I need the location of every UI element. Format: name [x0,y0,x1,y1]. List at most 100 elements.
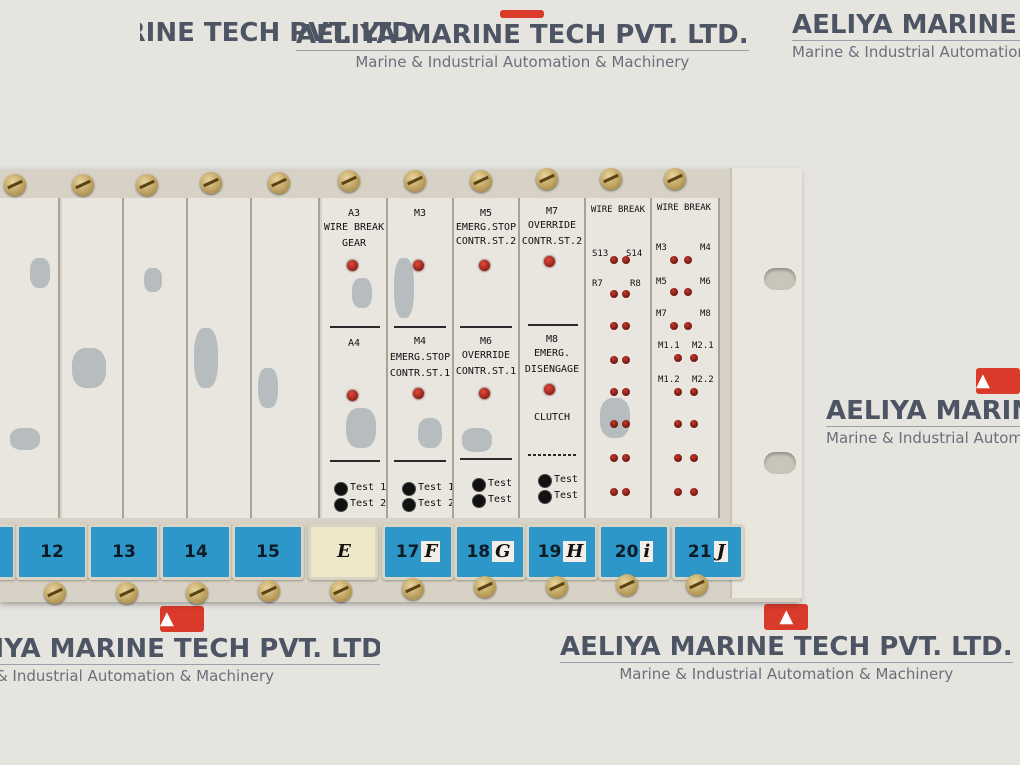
divider [528,324,578,326]
screw-icon [200,172,222,194]
card-m5: M5 EMERG.STOP CONTR.ST.2 M6 OVERRIDE CON… [454,198,520,518]
blank-card [252,198,320,518]
channel-label: M6 [700,277,711,287]
divider [394,326,446,328]
channel-label: R7 [592,279,603,289]
indicator-led [610,356,618,364]
channel-label: M1.1 [658,341,680,351]
indicator-led [622,388,630,396]
test-2-label: Test 2 [554,490,584,501]
divider [528,454,578,456]
indicator-led [674,454,682,462]
divider [330,326,380,328]
indicator-led [347,390,358,401]
indicator-led [684,256,692,264]
indicator-led [674,420,682,428]
mounting-hole-icon [764,268,796,290]
card-label: M8 [545,334,559,345]
test-2-label: Test 2 [418,498,454,509]
brand-name: AELIYA MARINE TECH PVT. LTD. [0,634,380,664]
card-label: CONTR.ST.2 [521,236,583,247]
card-m3: M3 M4 EMERG.STOP CONTR.ST.1 Test 1 Test … [388,198,454,518]
brand-logo-icon: ▲ [160,606,204,632]
indicator-led [610,388,618,396]
slot-tag-15: 15 [232,524,304,580]
screw-icon [686,574,708,596]
indicator-led [690,454,698,462]
channel-label: M7 [656,309,667,319]
indicator-led [544,384,555,395]
indicator-led [622,420,630,428]
channel-label: S13 [592,249,609,259]
blank-card [62,198,124,518]
card-label: CLUTCH [533,412,571,423]
slot-tag-12: 12 [16,524,88,580]
card-label: EMERG. [533,348,571,359]
test-2-button[interactable] [334,498,348,512]
indicator-led [684,288,692,296]
channel-label: M2.2 [692,375,714,385]
channel-label: M3 [656,243,667,253]
screw-icon [338,170,360,192]
screw-icon [136,174,158,196]
card-label: A4 [347,338,361,349]
brand-name: AELIYA MARINE TECH PVT. LTD. [826,396,1020,426]
channel-label: M4 [700,243,711,253]
indicator-led [622,356,630,364]
watermark-bottom-center: ▲ AELIYA MARINE TECH PVT. LTD. Marine & … [560,604,1013,683]
card-label: M4 [413,336,427,347]
card-label: OVERRIDE [461,350,511,361]
divider [460,458,512,460]
test-2-button[interactable] [402,498,416,512]
indicator-led [690,354,698,362]
indicator-led [674,488,682,496]
blank-card [188,198,252,518]
test-2-button[interactable] [538,490,552,504]
indicator-led [622,322,630,330]
test-1-button[interactable] [402,482,416,496]
test-1-label: Test 1 [350,482,387,493]
indicator-led [479,260,490,271]
screw-icon [404,170,426,192]
brand-name: AELIYA MARINE TECH PVT. LTD. [0,18,423,48]
brand-name: AELIYA MARINE TECH PVT. LTD. [792,10,1020,40]
watermark-top-center: AELIYA MARINE TECH PVT. LTD. Marine & In… [296,10,749,71]
card-label: M7 [545,206,559,217]
card-wire-break-1: WIRE BREAK S13 S14 R7 R8 [586,198,652,518]
indicator-led [413,260,424,271]
test-1-button[interactable] [334,482,348,496]
indicator-led [684,322,692,330]
indicator-led [690,388,698,396]
test-2-button[interactable] [472,494,486,508]
card-m7: M7 OVERRIDE CONTR.ST.2 M8 EMERG. DISENGA… [520,198,586,518]
indicator-led [544,256,555,267]
test-1-button[interactable] [472,478,486,492]
card-label: A3 [347,208,361,219]
screw-icon [72,174,94,196]
mounting-hole-icon [764,452,796,474]
channel-label: M8 [700,309,711,319]
indicator-led [622,488,630,496]
brand-tagline: Marine & Industrial Automation & Machine… [0,664,380,685]
card-label: CONTR.ST.1 [389,368,451,379]
card-label: OVERRIDE [527,220,577,231]
card-label: EMERG.STOP [389,352,451,363]
indicator-led [610,322,618,330]
brand-tagline: Marine & Industrial Automation & Machine… [560,662,1013,683]
card-label: WIRE BREAK [323,222,385,233]
indicator-led [610,256,618,264]
screw-icon [258,580,280,602]
indicator-led [690,488,698,496]
indicator-led [610,488,618,496]
divider [460,326,512,328]
blank-card [0,198,60,518]
screw-icon [4,174,26,196]
card-label: DISENGAGE [524,364,580,375]
screw-icon [186,582,208,604]
test-1-button[interactable] [538,474,552,488]
